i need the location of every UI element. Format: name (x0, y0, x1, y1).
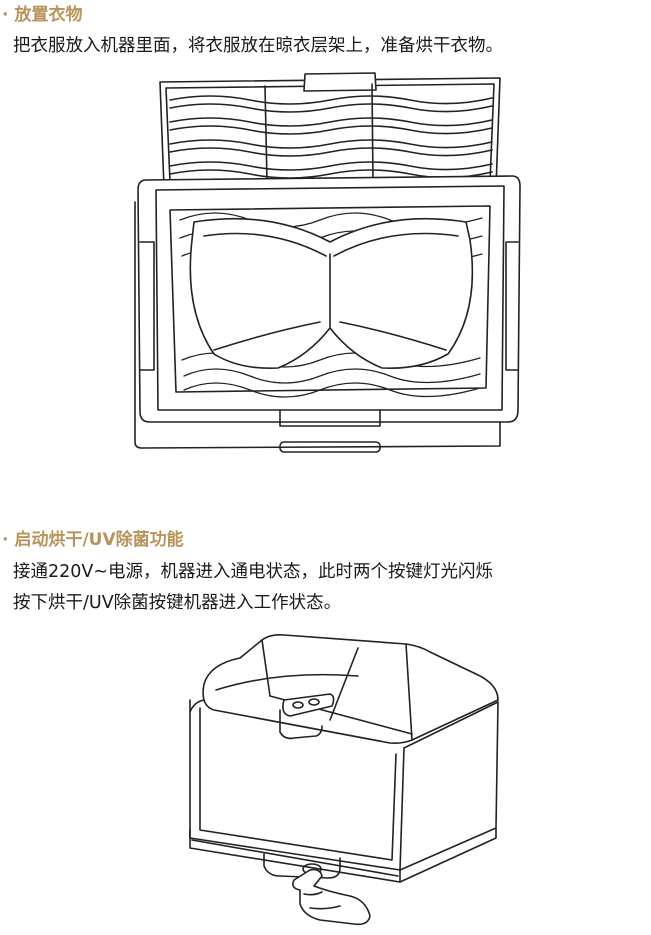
heading-bullet: · (2, 530, 9, 550)
heading-title: 放置衣物 (14, 5, 83, 25)
section-heading-place-clothes: ·放置衣物 (2, 0, 82, 25)
illustration-closed-dryer (180, 630, 510, 930)
heading-bullet: · (2, 5, 9, 25)
illustration-open-dryer (120, 70, 540, 460)
section-heading-start-drying: ·启动烘干/UV除菌功能 (2, 525, 184, 550)
instruction-place-clothes: 把衣服放入机器里面，将衣服放在晾衣层架上，准备烘干衣物。 (13, 36, 503, 56)
instruction-line-2: 按下烘干/UV除菌按键机器进入工作状态。 (13, 593, 342, 613)
heading-title: 启动烘干/UV除菌功能 (14, 530, 184, 550)
instruction-line-1: 接通220V~电源，机器进入通电状态，此时两个按键灯光闪烁 (13, 562, 494, 582)
